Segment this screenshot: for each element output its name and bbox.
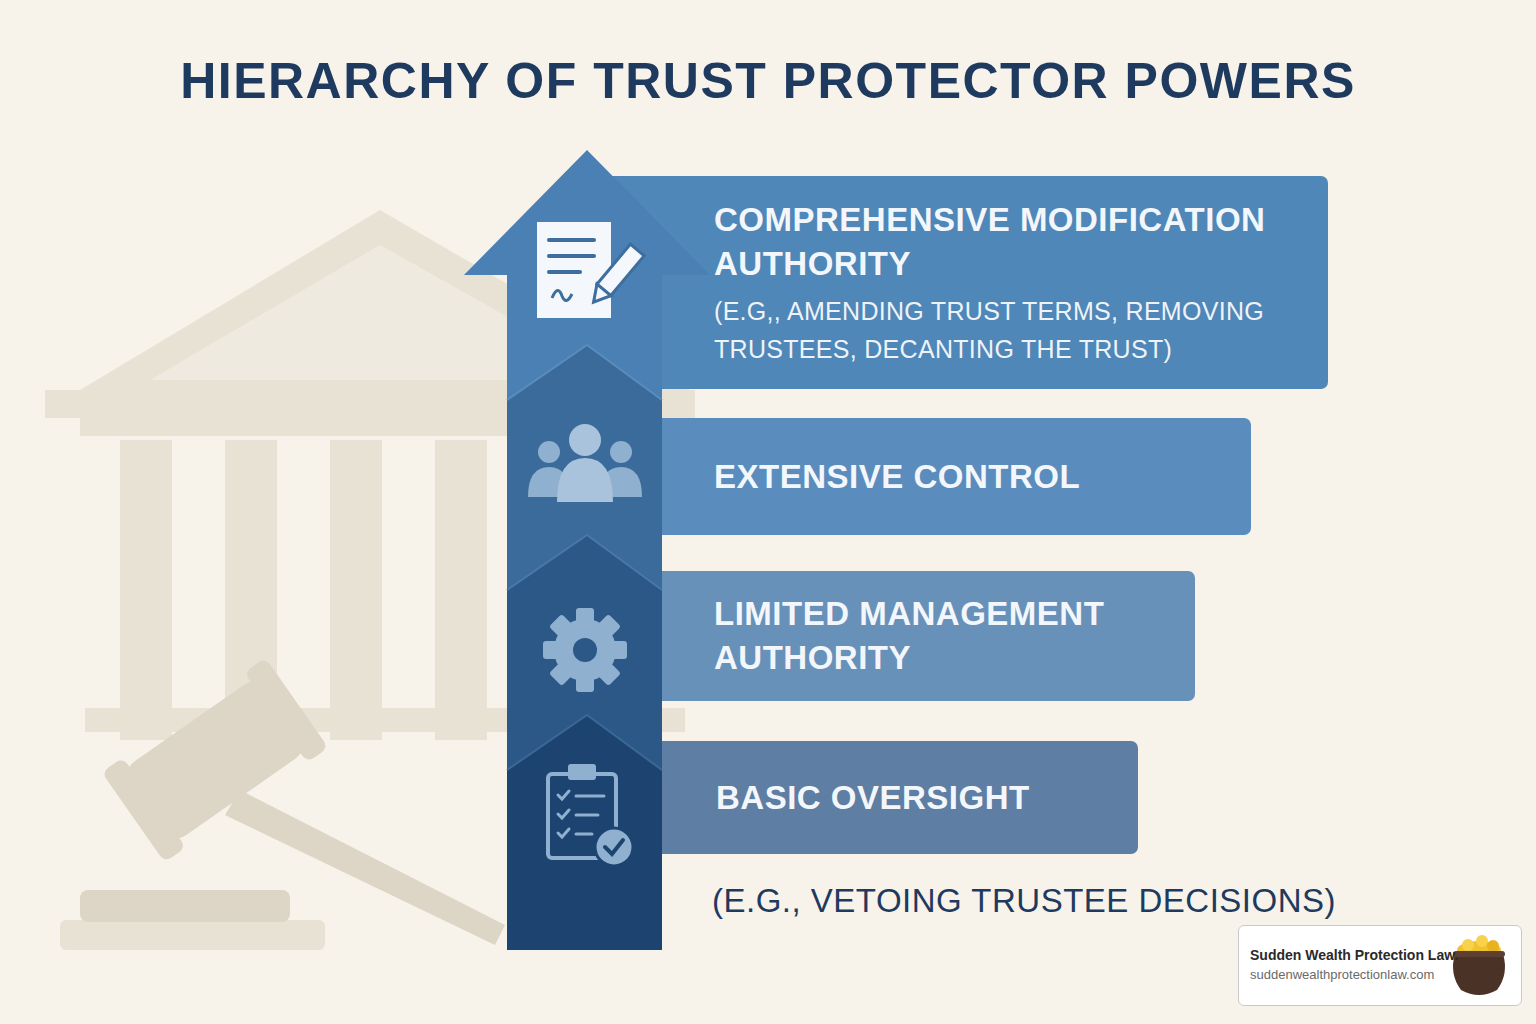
diagram-title: HIERARCHY OF TRUST PROTECTOR POWERS	[0, 52, 1536, 110]
band-heading: COMPREHENSIVE MODIFICATION AUTHORITY	[714, 198, 1324, 286]
band-heading: LIMITED MANAGEMENT AUTHORITY	[714, 592, 1154, 680]
authority-band: EXTENSIVE CONTROL	[600, 418, 1251, 535]
courthouse-watermark	[45, 210, 695, 950]
band-example: (E.G., VETOING TRUSTEE DECISIONS)	[712, 881, 1336, 921]
authority-band: BASIC OVERSIGHT(E.G., VETOING TRUSTEE DE…	[600, 741, 1138, 854]
brand-name: Sudden Wealth Protection Law.	[1250, 947, 1458, 963]
authority-band: LIMITED MANAGEMENT AUTHORITY	[600, 571, 1195, 701]
band-example: (E.G,, AMENDING TRUST TERMS, REMOVING TR…	[714, 292, 1324, 368]
gavel-watermark	[80, 658, 505, 945]
band-heading: BASIC OVERSIGHT	[716, 776, 1116, 820]
brand-url: suddenwealthprotectionlaw.com	[1250, 967, 1434, 982]
brand-badge	[1238, 925, 1522, 1006]
band-heading: EXTENSIVE CONTROL	[714, 455, 1234, 499]
authority-band: COMPREHENSIVE MODIFICATION AUTHORITY(E.G…	[600, 176, 1328, 389]
